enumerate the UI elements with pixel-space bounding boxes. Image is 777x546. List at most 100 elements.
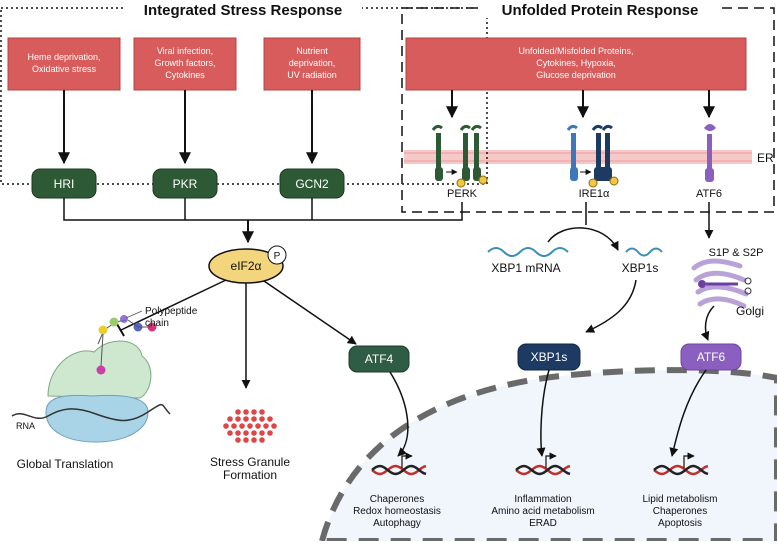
factor-atf4-label: ATF4 (365, 352, 394, 366)
stress-granule-dot (267, 416, 273, 422)
stimulus-box-gcn2 (263, 37, 361, 91)
transcription-start-icon (401, 452, 413, 468)
stress-granule-dot (239, 423, 245, 429)
atf6-sensor-label: ATF6 (696, 188, 722, 200)
xbp1-mrna-icon (487, 247, 569, 257)
transcription-start-icon (545, 452, 557, 468)
stimulus-hri-line-1: Heme deprivation, (27, 52, 100, 62)
stress-granule-dot (263, 423, 269, 429)
upr-stimulus-line-2: Cytokines, Hypoxia, (536, 58, 616, 68)
atf4-to-dna-arrow (389, 371, 409, 457)
arrow-to-atf6-factor (700, 305, 715, 341)
stress-granule-dot (271, 423, 277, 429)
isr-border (0, 7, 488, 185)
stress-granule-dot (235, 416, 241, 422)
xbp1s-output-line-2: Amino acid metabolism (491, 506, 594, 517)
arrow-to-atf4 (263, 280, 357, 345)
dna-strand (371, 464, 427, 476)
stress-granule-icon (223, 409, 277, 443)
stress-granule-dot (223, 423, 229, 429)
arrow-to-xbp1s-factor (585, 279, 637, 333)
atf6-sensor-icon (704, 124, 716, 182)
xbp1s-to-dna-arrow (536, 369, 550, 457)
stress-granule-dot (231, 423, 237, 429)
eif2a-phospho-label: P (274, 251, 281, 262)
perk-label: PERK (447, 188, 478, 200)
atf6-output-line-3: Apoptosis (658, 518, 702, 529)
eif2a-phospho-badge (267, 245, 287, 265)
upr-stimulus-line-3: Glucose deprivation (536, 70, 616, 80)
stress-granule-dot (267, 430, 273, 436)
ire1a-receptor-icon (566, 124, 619, 188)
splicing-arrow (547, 227, 619, 251)
stress-granule-dot (259, 409, 265, 415)
isr-title: Integrated Stress Response (144, 2, 342, 19)
golgi-label: Golgi (736, 304, 764, 318)
stress-granule-dot (247, 423, 253, 429)
stress-granule-dot (235, 430, 241, 436)
upr-title: Unfolded Protein Response (502, 2, 699, 19)
stress-granule-dot (235, 409, 241, 415)
atf6-to-dna-arrow (669, 369, 707, 457)
xbp1s-mrna-label: XBP1s (622, 261, 659, 275)
stress-granule-dot (251, 430, 257, 436)
stimulus-gcn2-line-3: UV radiation (287, 70, 337, 80)
isr-convergence-line (63, 198, 463, 221)
polypeptide-label-line-2: chain (145, 318, 169, 329)
xbp1s-mrna-icon (625, 247, 663, 257)
factor-atf6-label: ATF6 (697, 350, 726, 364)
dna-strand (371, 464, 427, 476)
factor-atf4 (348, 345, 410, 373)
stress-granule-dot (255, 423, 261, 429)
polypeptide-label-line-1: Polypeptide (145, 306, 198, 317)
dna-strand (515, 464, 571, 476)
dna-strand (653, 464, 709, 476)
stress-granule-dot (243, 409, 249, 415)
factor-xbp1s-label: XBP1s (531, 350, 568, 364)
golgi-icon (691, 258, 752, 309)
atf4-output-line-1: Chaperones (370, 494, 424, 505)
upr-stimulus-line-1: Unfolded/Misfolded Proteins, (518, 46, 633, 56)
xbp1-mrna-label: XBP1 mRNA (491, 261, 560, 275)
er-label: ER (757, 151, 774, 165)
stress-granule-line-1: Stress Granule (210, 455, 290, 469)
stress-granule-dot (227, 416, 233, 422)
atf4-output-line-3: Autophagy (373, 518, 421, 529)
perk-receptor-icon (431, 124, 488, 188)
transcription-start-icon (683, 452, 695, 468)
stimulus-pkr-line-1: Viral infection, (157, 46, 213, 56)
stress-granule-dot (259, 430, 265, 436)
kinase-gcn2-label: GCN2 (295, 177, 329, 191)
global-translation-label: Global Translation (17, 457, 114, 471)
stress-granule-dot (227, 430, 233, 436)
rna-label: RNA (16, 421, 35, 431)
stress-granule-dot (235, 437, 241, 443)
stress-granule-dot (259, 416, 265, 422)
xbp1s-output-line-3: ERAD (529, 518, 557, 529)
dna-strand (515, 464, 571, 476)
ribosome-icon (11, 310, 171, 443)
stimulus-hri-line-2: Oxidative stress (32, 64, 97, 74)
atf6-output-line-2: Chaperones (653, 506, 707, 517)
stress-granule-dot (251, 437, 257, 443)
xbp1s-output-line-1: Inflammation (514, 494, 571, 505)
stress-granule-dot (259, 437, 265, 443)
stimulus-pkr-line-3: Cytokines (165, 70, 205, 80)
stimulus-gcn2-line-1: Nutrient (296, 46, 328, 56)
stimulus-box-pkr (133, 37, 237, 91)
atf6-output-line-1: Lipid metabolism (642, 494, 717, 505)
stimulus-pkr-line-2: Growth factors, (154, 58, 215, 68)
factor-atf6 (680, 343, 742, 371)
er-membrane (404, 150, 752, 164)
kinase-pkr-label: PKR (173, 177, 198, 191)
dna-strand (653, 464, 709, 476)
dna-helices (371, 452, 709, 476)
ire1a-label: IRE1α (579, 188, 610, 200)
stress-granule-dot (243, 430, 249, 436)
eif2a-label: eIF2α (231, 259, 262, 273)
stress-granule-dot (251, 416, 257, 422)
stress-granule-dot (243, 437, 249, 443)
stress-granule-dot (251, 409, 257, 415)
